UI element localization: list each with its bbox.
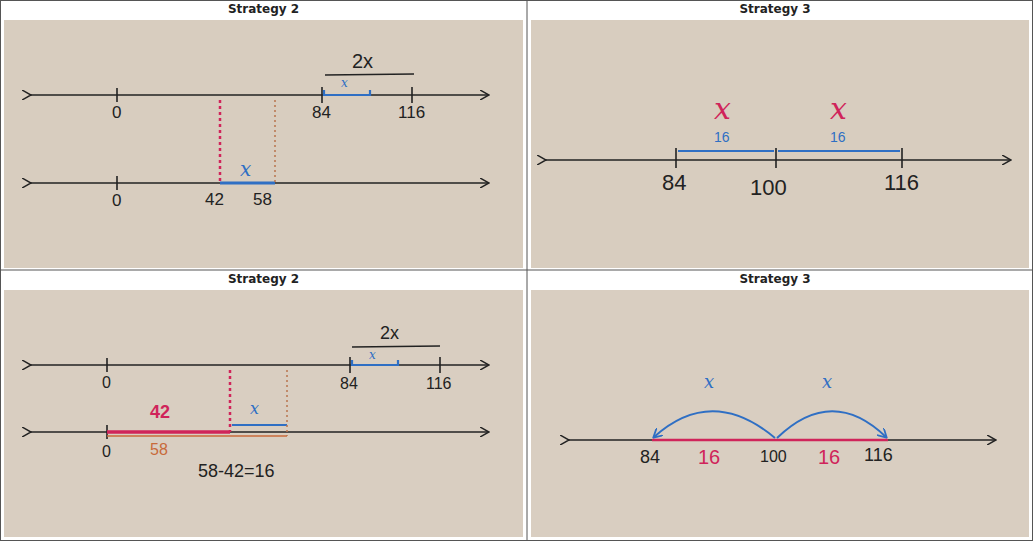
tick-label: 0 [102, 374, 111, 392]
tick-label: 0 [102, 443, 111, 461]
jump-arrow [654, 411, 886, 438]
segment-label: x [341, 77, 348, 90]
segment-mark [107, 435, 287, 437]
tick-label: 84 [640, 448, 660, 468]
tick-label: 0 [112, 104, 121, 123]
axis-note: 2x [380, 324, 399, 344]
segment-mark [232, 360, 398, 425]
tick-label: 42 [205, 191, 224, 210]
dotted-guide [229, 370, 232, 432]
segment-mark [220, 90, 370, 183]
number-line [30, 346, 488, 439]
panel-heading: Strategy 3 [522, 3, 1028, 16]
segment-label: x [830, 92, 847, 125]
tick-label: 116 [864, 446, 893, 466]
jump-label: x [822, 372, 832, 392]
segment-label: x [250, 400, 259, 418]
number-line [30, 74, 488, 190]
tick-label: 84 [662, 171, 686, 195]
dotted-guide [274, 100, 276, 183]
segment-value: 16 [818, 446, 840, 468]
tick-label: 116 [884, 171, 919, 195]
photo-ground [4, 20, 523, 268]
axis-note: 2x [352, 50, 373, 72]
dotted-guide [286, 370, 288, 436]
segment-value: 16 [830, 130, 846, 145]
number-line [568, 439, 995, 441]
tick-label: 84 [312, 104, 331, 123]
segment-value: 16 [698, 446, 720, 468]
photo-ground [531, 20, 1029, 268]
tick-label: 100 [750, 176, 787, 200]
segment-mark [678, 150, 900, 152]
tick-label: 116 [398, 104, 425, 123]
segment-value: 58 [150, 441, 168, 459]
tick-label: 58 [253, 191, 272, 210]
tick-label: 0 [112, 192, 121, 211]
segment-label: x [240, 158, 251, 180]
number-line [545, 148, 1010, 168]
dotted-guide [219, 100, 222, 183]
tick-label: 100 [760, 448, 787, 466]
photo-ground [531, 290, 1029, 537]
segment-value: 42 [150, 403, 170, 423]
segment-mark [652, 439, 888, 442]
photo-ground [4, 290, 523, 537]
tick-label: 116 [426, 375, 452, 393]
panel-heading: Strategy 2 [0, 273, 527, 286]
tick-label: 84 [340, 375, 358, 393]
segment-mark [107, 430, 230, 434]
panel-heading: Strategy 3 [522, 273, 1028, 286]
segment-label: x [714, 92, 731, 125]
segment-value: 16 [714, 130, 730, 145]
segment-label: x [369, 349, 376, 362]
jump-label: x [704, 372, 714, 392]
panel-heading: Strategy 2 [0, 3, 527, 16]
calculation-note: 58-42=16 [198, 462, 275, 482]
